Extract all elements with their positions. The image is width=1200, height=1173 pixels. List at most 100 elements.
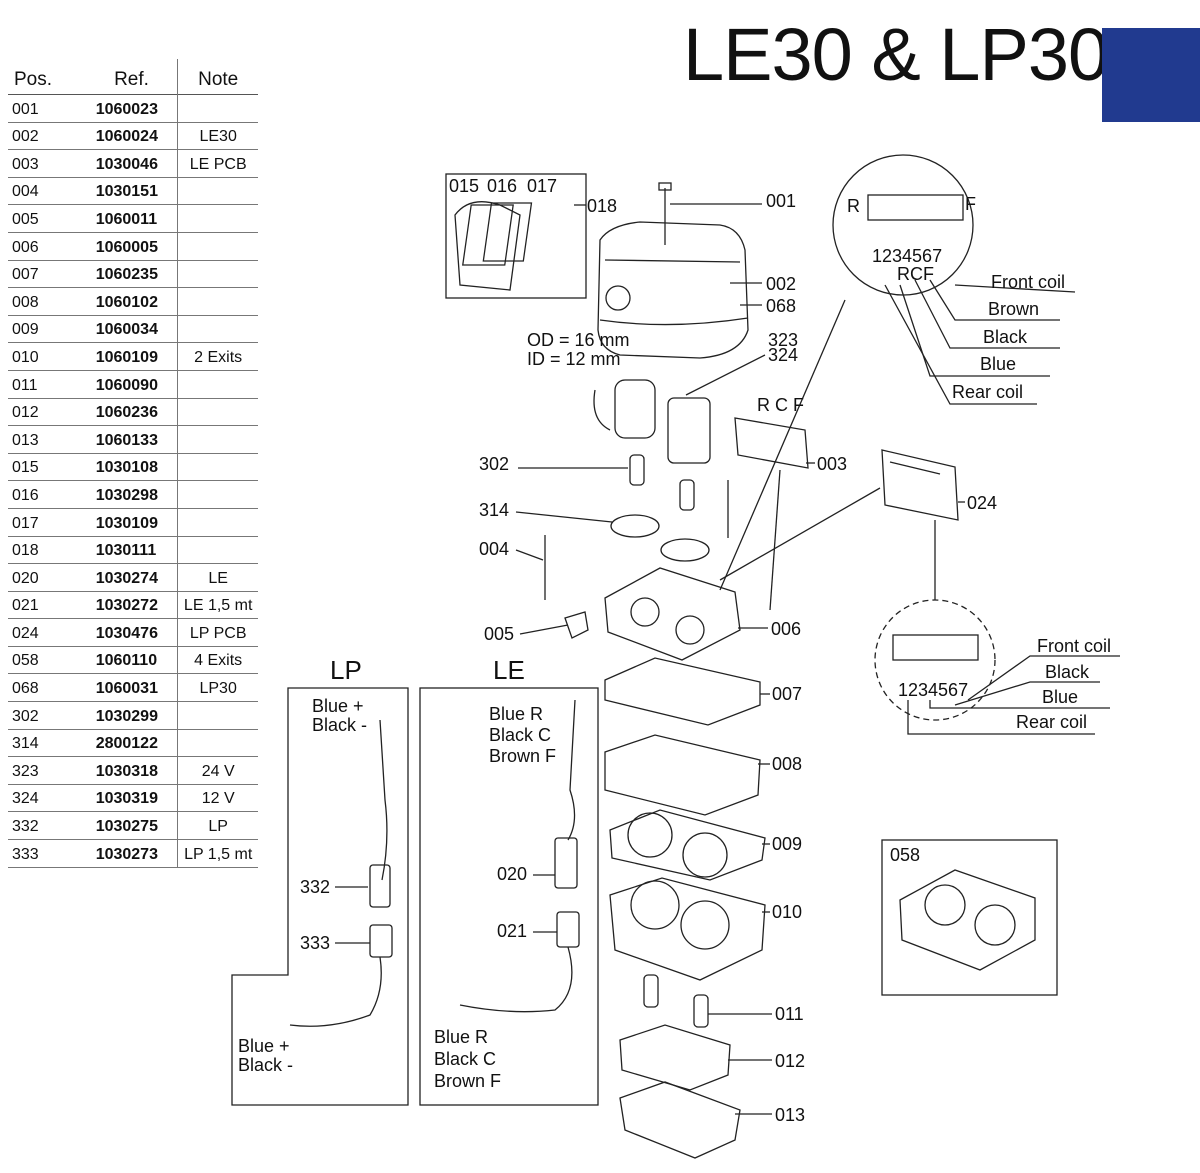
le-front-coil: Front coil xyxy=(991,272,1065,292)
row-pos: 005 xyxy=(12,210,39,228)
label-314: 314 xyxy=(479,500,509,520)
id-label: ID = 12 mm xyxy=(527,349,621,369)
wire-black xyxy=(914,279,1060,349)
lp-wiring-box xyxy=(231,687,409,1106)
row-pos: 012 xyxy=(12,404,39,422)
top-cover-shape xyxy=(597,221,749,359)
row-note: LE 1,5 mt xyxy=(177,588,258,619)
le-plug-021 xyxy=(556,911,580,948)
row-ref: 1060133 xyxy=(95,431,158,449)
wire-blue xyxy=(899,284,1050,377)
row-pos: 020 xyxy=(12,569,39,587)
row-note xyxy=(177,395,258,426)
row-pos: 333 xyxy=(12,845,39,863)
le-cable-top xyxy=(567,699,576,841)
base-chamber-left xyxy=(630,880,680,930)
row-note: 4 Exits xyxy=(177,643,258,674)
row-note: LE xyxy=(177,561,258,591)
lp-cable-bottom xyxy=(289,956,382,1027)
row-ref: 1030046 xyxy=(95,155,158,173)
wire-front-coil xyxy=(954,284,1076,293)
row-pos: 314 xyxy=(12,735,39,753)
row-note: LP PCB xyxy=(177,616,258,646)
row-note: LE30 xyxy=(177,119,258,150)
label-020: 020 xyxy=(497,864,527,884)
housing-port-b xyxy=(675,615,705,645)
leader-pcb-024 xyxy=(719,487,881,581)
le-bottom-line1: Blue R xyxy=(434,1027,488,1047)
row-ref: 1060235 xyxy=(95,266,158,284)
lp-front-coil: Front coil xyxy=(1037,636,1111,656)
row-pos: 018 xyxy=(12,542,39,560)
header-note: Note xyxy=(177,59,258,94)
row-note xyxy=(177,202,258,232)
header-ref: Ref. xyxy=(114,69,149,90)
lp-top-line1: Blue + xyxy=(312,696,364,716)
le-conn-numbers: 1234567 xyxy=(872,246,942,266)
row-pos: 009 xyxy=(12,321,39,339)
base-chamber-right xyxy=(680,900,730,950)
row-note xyxy=(177,450,258,481)
lp-bottom-line2: Black - xyxy=(238,1055,293,1075)
row-ref: 1030274 xyxy=(95,569,158,587)
row-pos: 016 xyxy=(12,486,39,504)
plate-008-shape xyxy=(604,734,761,816)
wire-rear-coil xyxy=(884,284,1037,405)
label-017: 017 xyxy=(527,176,557,196)
row-ref: 1030109 xyxy=(95,514,158,532)
le-terminal-block xyxy=(867,194,964,221)
row-pos: 015 xyxy=(12,459,39,477)
row-ref: 1060236 xyxy=(95,404,158,422)
row-ref: 1030476 xyxy=(95,624,158,642)
lp-cable-top xyxy=(379,719,388,881)
coil-wire xyxy=(593,389,611,431)
label-302: 302 xyxy=(479,454,509,474)
row-note xyxy=(177,367,258,398)
base-010-shape xyxy=(609,877,766,981)
row-pos: 324 xyxy=(12,790,39,808)
filter-inset-box xyxy=(445,173,587,299)
label-001: 001 xyxy=(766,191,796,211)
row-pos: 058 xyxy=(12,652,39,670)
lp-wire-rear-coil xyxy=(907,700,1095,735)
filter-housing-shape xyxy=(454,201,521,291)
label-068: 068 xyxy=(766,296,796,316)
row-note xyxy=(177,174,258,205)
header-pos: Pos. xyxy=(14,69,53,90)
filter-pad-shape xyxy=(462,204,514,266)
le-rear-coil: Rear coil xyxy=(952,382,1023,402)
row-pos: 017 xyxy=(12,514,39,532)
row-note: LE PCB xyxy=(177,147,258,177)
label-018: 018 xyxy=(587,196,617,216)
valve-011-right xyxy=(693,994,709,1028)
label-004: 004 xyxy=(479,539,509,559)
row-pos: 002 xyxy=(12,128,39,146)
le-wiring-box xyxy=(419,687,599,1106)
le-conn-rcf: RCF xyxy=(897,264,934,284)
lp-wire-blue xyxy=(929,700,1110,709)
label-011: 011 xyxy=(775,1004,804,1024)
row-ref: 1030111 xyxy=(95,542,157,560)
valve-011-left xyxy=(643,974,659,1008)
row-note xyxy=(177,478,258,508)
label-010: 010 xyxy=(772,902,802,922)
le-top-line1: Blue R xyxy=(489,704,543,724)
row-pos: 302 xyxy=(12,707,39,725)
row-pos: 006 xyxy=(12,238,39,256)
table-header: Pos. Ref. Note xyxy=(8,59,258,95)
lp-black: Black xyxy=(1045,662,1090,682)
row-ref: 1060102 xyxy=(95,293,158,311)
row-ref: 1060090 xyxy=(95,376,158,394)
brand-color-block xyxy=(1102,28,1200,122)
label-005: 005 xyxy=(484,624,514,644)
le-bottom-line2: Black C xyxy=(434,1049,496,1069)
